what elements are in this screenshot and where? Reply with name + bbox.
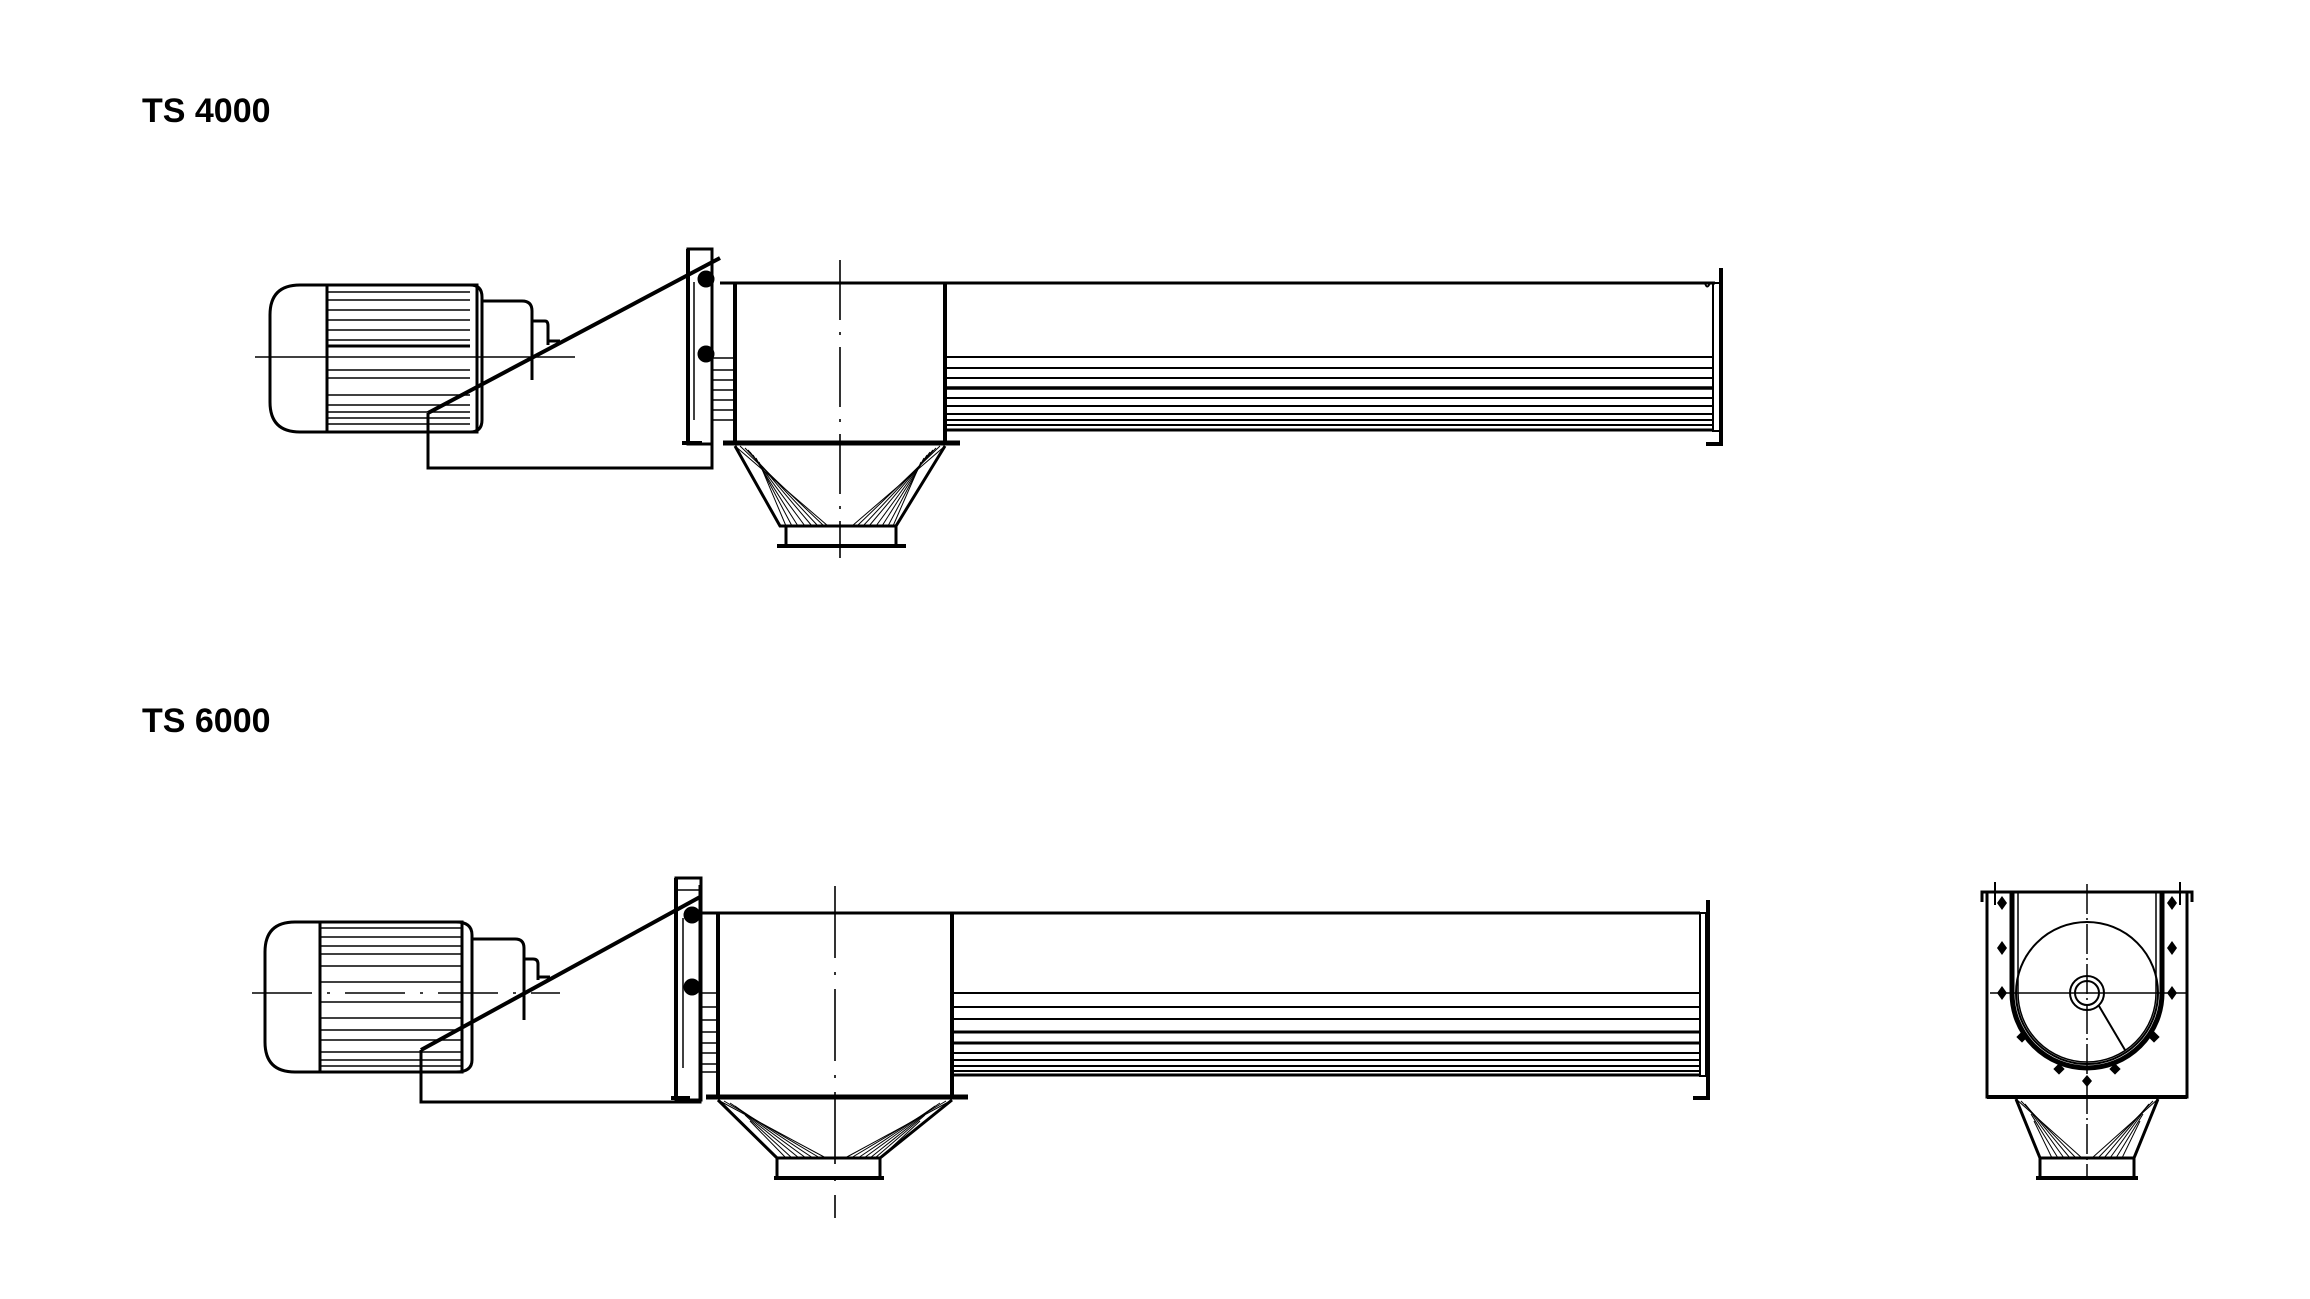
model-label-ts6000: TS 6000 (142, 702, 271, 740)
ts6000-drive-flange (671, 876, 718, 1102)
ts4000-drive-flange (682, 247, 735, 446)
ts6000-end-view (1980, 882, 2194, 1180)
ts6000-screw-tube (700, 900, 1710, 1100)
model-label-ts4000: TS 4000 (142, 92, 271, 130)
ts4000-inlet-hopper (723, 260, 960, 558)
ts6000-side-view (252, 876, 1710, 1218)
ts6000-inlet-hopper (706, 886, 968, 1218)
ts4000-motor (255, 283, 575, 434)
ts4000-screw-tube (720, 268, 1723, 446)
ts4000-side-view (255, 247, 1723, 558)
ts6000-motor (252, 920, 560, 1074)
